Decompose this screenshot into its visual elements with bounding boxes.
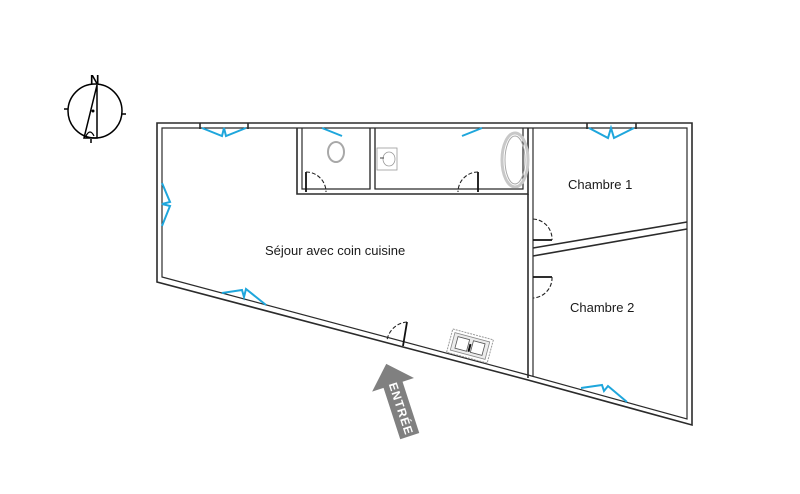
window-living-left bbox=[161, 182, 172, 227]
room-label-chambre-2: Chambre 2 bbox=[570, 300, 634, 315]
doors bbox=[305, 171, 553, 347]
bathtub-icon bbox=[500, 131, 530, 189]
window-wc bbox=[321, 127, 343, 137]
door-chambre-1 bbox=[532, 218, 553, 241]
compass-north-label: N bbox=[90, 72, 99, 87]
door-entrance bbox=[386, 321, 408, 347]
sink-icon bbox=[376, 147, 398, 171]
window-chambre-1 bbox=[586, 123, 637, 140]
fixtures bbox=[327, 131, 530, 364]
exterior-walls bbox=[156, 122, 693, 427]
kitchen-sink-icon bbox=[445, 328, 495, 364]
window-chambre-2 bbox=[580, 383, 628, 403]
windows bbox=[161, 123, 637, 403]
door-chambre-2 bbox=[532, 276, 553, 299]
door-bathroom bbox=[457, 171, 479, 193]
window-living-bottom bbox=[221, 287, 267, 306]
room-label-sejour: Séjour avec coin cuisine bbox=[265, 243, 405, 258]
door-wc bbox=[305, 171, 327, 193]
toilet-icon bbox=[327, 141, 345, 163]
compass-icon: N bbox=[64, 72, 126, 143]
entrance-arrow-icon: ENTRÉE bbox=[372, 363, 420, 440]
room-label-chambre-1: Chambre 1 bbox=[568, 177, 632, 192]
window-bathroom bbox=[461, 127, 483, 137]
window-living-top bbox=[199, 123, 249, 138]
